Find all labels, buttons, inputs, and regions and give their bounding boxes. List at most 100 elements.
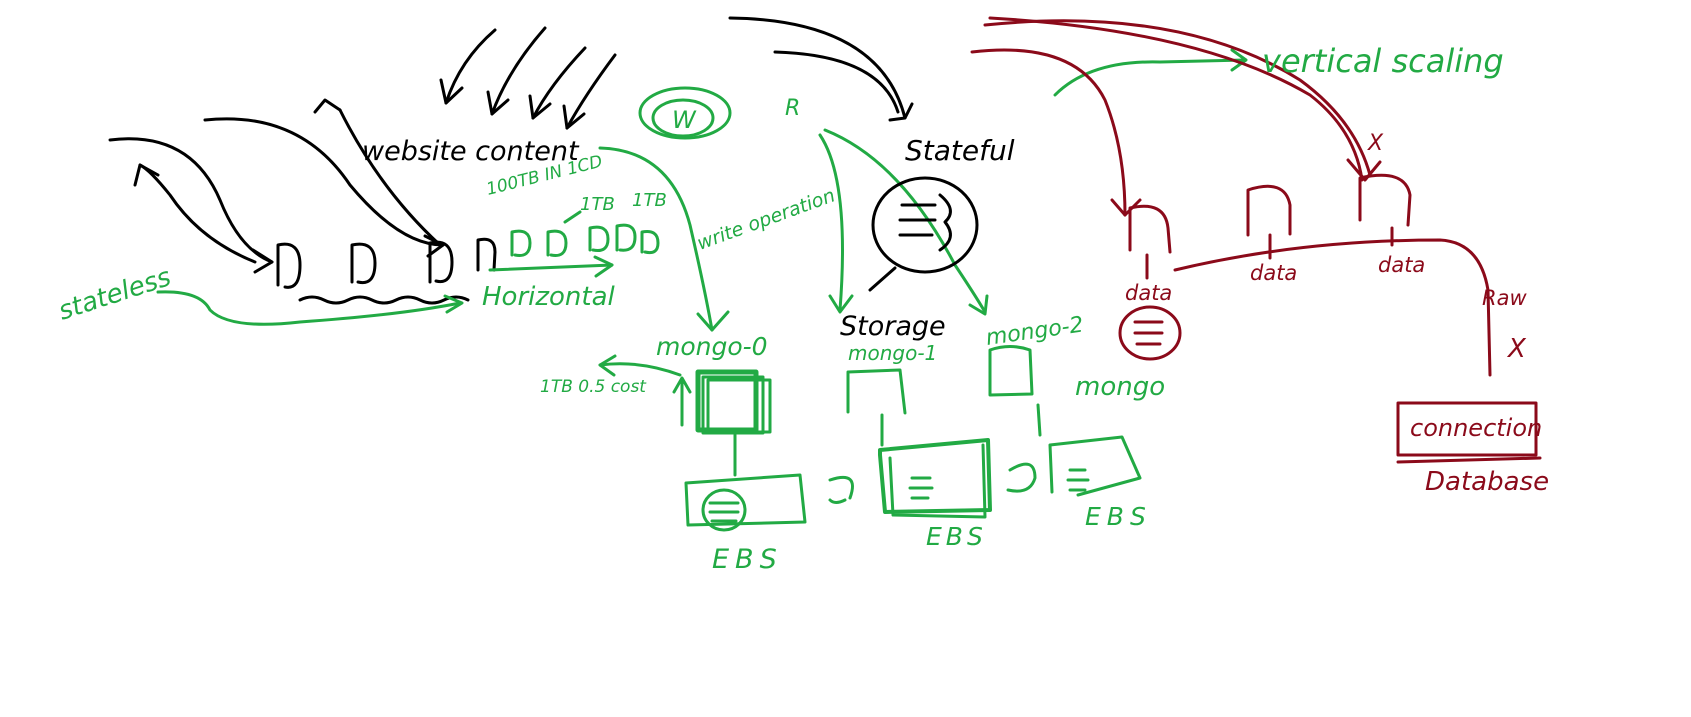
label-ebs-1: EBS — [712, 544, 783, 575]
ebs-2-box — [878, 438, 992, 514]
route-curve-2 — [203, 117, 445, 247]
green-server-2 — [546, 229, 568, 257]
green-server-5 — [640, 230, 660, 255]
label-storage: Storage — [840, 311, 946, 342]
red-disk — [1118, 305, 1182, 361]
label-size-1tb-b: 1TB — [632, 190, 667, 211]
traffic-arrow-2-head — [486, 90, 510, 116]
red-curve-2 — [988, 16, 1364, 182]
red-curve-1 — [983, 19, 1372, 177]
traffic-arrow-2 — [490, 26, 547, 116]
stateful-disk — [868, 176, 979, 292]
label-connection: connection — [1410, 414, 1542, 442]
server-2 — [350, 242, 377, 285]
label-w-badge: W — [672, 106, 697, 134]
label-raw: Raw — [1482, 286, 1527, 310]
mongo-0-box-shadow-2 — [706, 378, 772, 434]
mongo-0-up-arrow — [672, 376, 692, 427]
route-curve-3 — [138, 163, 257, 264]
label-stateless: stateless — [55, 262, 175, 326]
write-badge — [638, 86, 732, 140]
stateless-servers — [276, 237, 497, 289]
mongo-1-box — [846, 368, 907, 415]
label-size-1tb-a: 1TB — [580, 194, 615, 215]
server-3 — [428, 240, 454, 284]
horizontal-arrow-head — [593, 255, 614, 278]
red-server-2 — [1246, 184, 1292, 237]
route-curve-1 — [108, 137, 274, 264]
replication-link-2 — [1006, 462, 1037, 493]
ebs-1-box — [684, 473, 807, 527]
traffic-arrow-4-head — [562, 104, 586, 130]
vertical-scaling-arrow — [1053, 58, 1247, 97]
route-curve-1-head — [251, 248, 274, 274]
traffic-arrow-3-head — [528, 94, 552, 120]
red-curve-3-head — [1110, 198, 1142, 217]
route-curve-4 — [338, 108, 442, 247]
vertical-scaling-arrow-head — [1230, 48, 1248, 72]
read-arrow-1-head — [828, 294, 854, 314]
label-cap-note: 1TB 0.5 cost — [540, 377, 647, 397]
label-mongo-2: mongo-2 — [984, 313, 1085, 351]
replication-link-1 — [828, 475, 854, 504]
label-data-3: data — [1378, 253, 1425, 277]
mongo-2-box — [988, 345, 1034, 397]
horizontal-scaling — [156, 210, 660, 326]
ebs-3-box — [1048, 435, 1142, 497]
traffic-arrow-5 — [728, 16, 907, 120]
label-database: Database — [1425, 467, 1549, 497]
red-curve-1-head — [1346, 158, 1382, 182]
traffic-arrow-5-head — [888, 102, 914, 122]
mongo-0-box — [695, 369, 759, 433]
write-operation-arrow — [598, 146, 714, 332]
red-data-bus — [1173, 238, 1492, 377]
label-ebs-2: EBS — [926, 522, 987, 551]
route-curve-2-head — [423, 234, 445, 258]
route-curve-3-head — [133, 163, 160, 187]
label-x-mark-1: X — [1367, 131, 1384, 156]
vertical-scaling-red — [970, 16, 1542, 464]
stateless-curve-head — [443, 294, 464, 314]
label-stateful: Stateful — [905, 134, 1015, 167]
stateful-disk-circle — [871, 176, 979, 274]
wavy-underline — [298, 295, 470, 305]
connection-box — [1396, 401, 1538, 457]
traffic-arrow-6 — [773, 50, 900, 114]
cost-arrow-head — [598, 354, 617, 377]
label-write-operation: write operation — [694, 184, 838, 254]
green-server-1 — [510, 229, 532, 257]
label-x-mark-2: X — [1506, 334, 1527, 364]
traffic-arrow-1 — [444, 28, 497, 105]
label-r-mark: R — [785, 96, 800, 121]
connection-box-underline — [1396, 456, 1542, 464]
w-badge-inner — [651, 98, 715, 138]
traffic-arrow-4 — [565, 53, 617, 130]
red-curve-3 — [970, 48, 1127, 217]
green-divider-1 — [563, 210, 582, 224]
write-operation-arrow-head — [696, 310, 730, 332]
label-mongo-1: mongo-1 — [848, 341, 937, 365]
server-4 — [476, 237, 497, 272]
server-1 — [276, 242, 302, 289]
label-ebs-3: EBS — [1085, 502, 1152, 531]
read-arrow-1 — [818, 133, 844, 312]
red-server-3 — [1358, 173, 1412, 227]
disk-bracket — [938, 193, 952, 252]
label-vertical-scaling: vertical scaling — [1262, 42, 1504, 80]
traffic-arrow-3 — [531, 46, 587, 120]
incoming-traffic-arrows — [439, 16, 914, 130]
cost-arrow — [598, 362, 682, 377]
label-mongo-0: mongo-0 — [656, 332, 768, 361]
ebs-2-box-shadow — [888, 443, 987, 519]
w-badge-outer — [638, 86, 732, 140]
green-server-4 — [615, 223, 637, 252]
read-arrow-2-head — [968, 294, 989, 316]
traffic-arrow-1-head — [439, 78, 464, 105]
label-horizontal: Horizontal — [482, 282, 616, 312]
server-routing-curves — [108, 98, 470, 305]
stateless-to-horizontal-curve — [156, 290, 462, 326]
disk-pointer — [868, 266, 897, 292]
label-data-2: data — [1250, 261, 1297, 285]
ebs-volumes — [684, 435, 1142, 532]
